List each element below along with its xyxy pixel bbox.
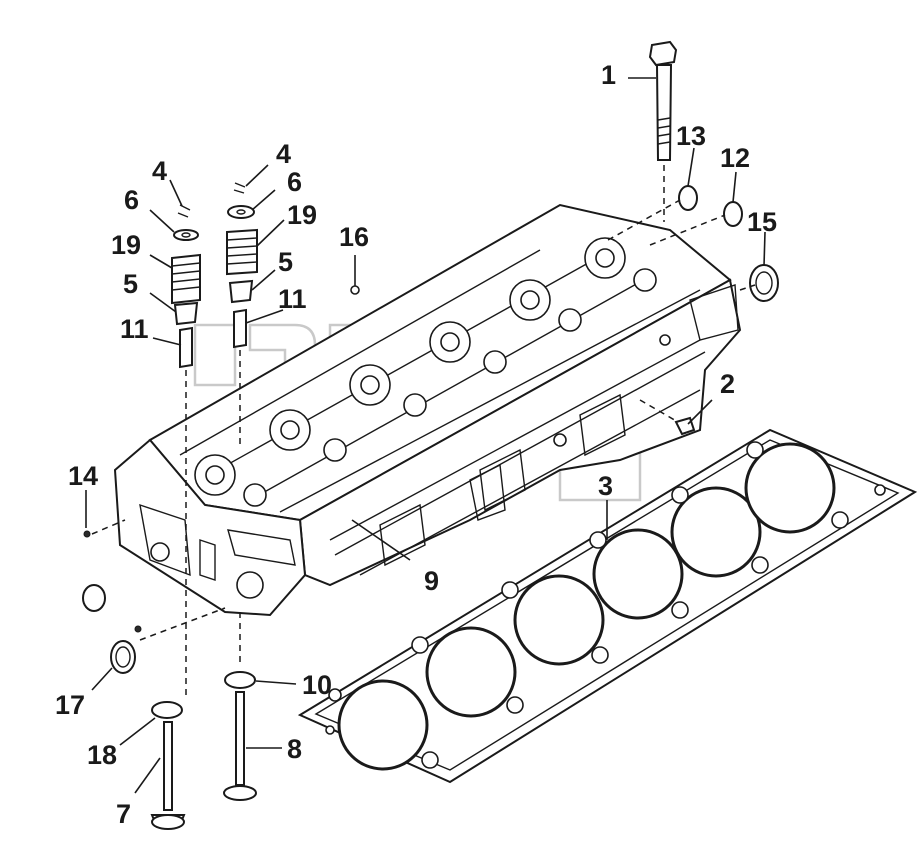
callout-17: 17 — [55, 690, 85, 720]
callout-16: 16 — [339, 222, 369, 252]
callout-3: 3 — [598, 471, 613, 501]
plug-15 — [749, 264, 779, 302]
valve-seat-10 — [224, 671, 256, 689]
valve-seat-18 — [151, 701, 183, 719]
callout-1: 1 — [601, 60, 616, 90]
callout-11-left: 11 — [120, 314, 149, 344]
valve-train-right — [226, 182, 258, 349]
cylinder-head — [113, 203, 742, 617]
valve-7 — [150, 721, 186, 830]
callout-7: 7 — [116, 799, 131, 829]
callout-11-right: 11 — [278, 284, 307, 314]
head-bolt — [648, 40, 678, 222]
callout-10: 10 — [302, 670, 332, 700]
callout-9: 9 — [424, 566, 439, 596]
callout-2: 2 — [720, 369, 735, 399]
pin-lower — [134, 625, 142, 633]
callout-19-right: 19 — [287, 200, 317, 230]
callout-13: 13 — [676, 121, 706, 151]
callout-19-left: 19 — [111, 230, 141, 260]
callout-5-left: 5 — [123, 269, 138, 299]
head-gasket — [297, 428, 918, 784]
pin-16 — [350, 285, 360, 295]
pin-14 — [83, 530, 91, 538]
callout-15: 15 — [747, 207, 777, 237]
callout-18: 18 — [87, 740, 117, 770]
valve-8 — [223, 691, 257, 801]
callout-12: 12 — [720, 143, 750, 173]
callout-4-left: 4 — [152, 156, 167, 186]
callout-8: 8 — [287, 734, 302, 764]
callout-6-left: 6 — [124, 185, 139, 215]
callout-5-right: 5 — [278, 247, 293, 277]
callout-numbers: 1 2 3 4 4 5 5 6 6 7 8 9 10 11 11 12 13 1… — [55, 60, 777, 829]
sleeve-17 — [110, 640, 136, 674]
valve-train-left — [171, 204, 201, 369]
o-ring — [82, 584, 106, 612]
plug-12 — [723, 201, 743, 227]
callout-6-right: 6 — [287, 167, 302, 197]
callout-4-right: 4 — [276, 139, 291, 169]
plug-13 — [678, 185, 698, 211]
callout-14: 14 — [68, 461, 98, 491]
leader-lines — [85, 77, 766, 794]
